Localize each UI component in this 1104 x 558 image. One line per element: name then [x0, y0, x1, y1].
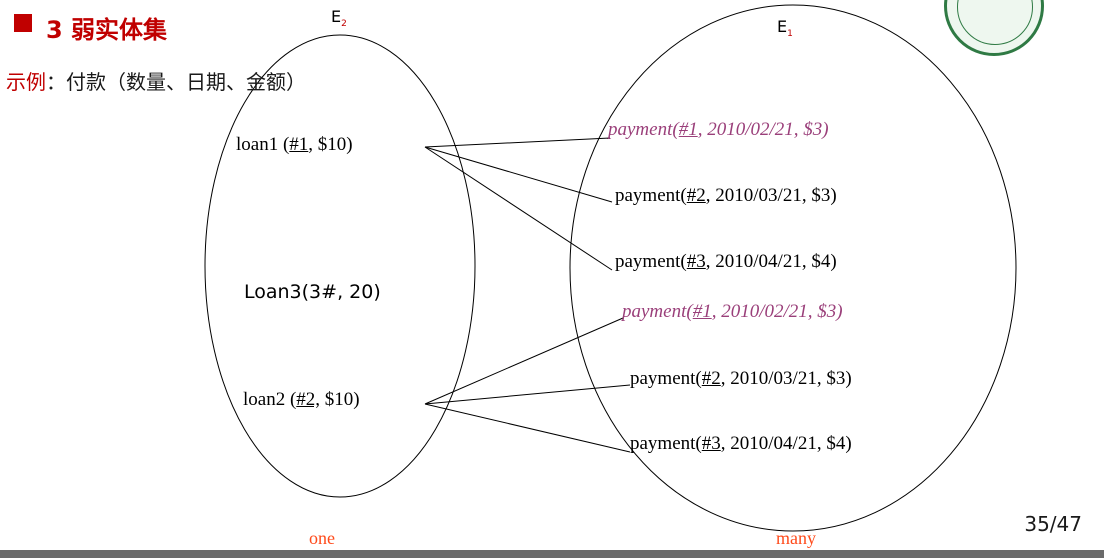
payment-4-prefix: payment(: [622, 301, 693, 322]
loan1-entity: loan1 (#1, $10): [236, 134, 353, 156]
link-loan2-payment5: [424, 384, 631, 405]
loan2-key: #2,: [296, 389, 321, 410]
loan3-entity: Loan3(3#, 20): [244, 281, 381, 303]
loan1-prefix: loan1 (: [236, 134, 290, 155]
set-e1-label: E1: [777, 17, 793, 39]
link-loan1-payment2: [424, 146, 613, 203]
payment-4-suffix: , 2010/02/21, $3): [711, 301, 843, 322]
payment-5-key: #2: [701, 368, 721, 389]
payment-entity-5: payment(#2, 2010/03/21, $3): [630, 368, 852, 390]
payment-3-suffix: , 2010/04/21, $4): [705, 251, 837, 272]
loan2-entity: loan2 (#2, $10): [243, 389, 360, 411]
bottom-bar: [0, 550, 1104, 558]
payment-6-suffix: , 2010/04/21, $4): [720, 433, 852, 454]
payment-2-prefix: payment(: [615, 185, 687, 206]
example-line: 示例：付款（数量、日期、金额）: [6, 66, 306, 95]
caption-one: one: [309, 528, 335, 548]
loan1-key: #1: [289, 134, 309, 155]
link-loan2-payment4: [424, 317, 624, 405]
payment-4-key: #1: [692, 301, 712, 322]
link-loan1-payment3: [424, 146, 613, 271]
example-keyword: 示例: [6, 70, 46, 94]
link-loan2-payment6: [424, 403, 631, 453]
payment-6-prefix: payment(: [630, 433, 702, 454]
loan2-prefix: loan2 (: [243, 389, 297, 410]
payment-2-suffix: , 2010/03/21, $3): [705, 185, 837, 206]
payment-5-suffix: , 2010/03/21, $3): [720, 368, 852, 389]
payment-5-prefix: payment(: [630, 368, 702, 389]
set-e1-ellipse: [569, 4, 1017, 532]
payment-3-prefix: payment(: [615, 251, 687, 272]
payment-entity-3: payment(#3, 2010/04/21, $4): [615, 251, 837, 273]
set-e2-letter: E: [331, 7, 342, 26]
payment-3-key: #3: [686, 251, 706, 272]
payment-2-key: #2: [686, 185, 706, 206]
payment-1-prefix: payment(: [608, 119, 679, 140]
example-text: ：付款（数量、日期、金额）: [46, 70, 306, 94]
page-number: 35/47: [1024, 512, 1082, 536]
set-e2-ellipse: [204, 34, 476, 498]
slide-title: 3 弱实体集: [46, 16, 168, 44]
loan1-suffix: , $10): [308, 134, 353, 155]
set-e1-subscript: 1: [787, 29, 793, 40]
link-loan1-payment1: [424, 137, 611, 148]
payment-6-key: #3: [701, 433, 721, 454]
payment-entity-6: payment(#3, 2010/04/21, $4): [630, 433, 852, 455]
payment-entity-2: payment(#2, 2010/03/21, $3): [615, 185, 837, 207]
payment-1-suffix: , 2010/02/21, $3): [697, 119, 829, 140]
title-bullet-icon: [14, 14, 32, 32]
set-e1-letter: E: [777, 17, 788, 36]
loan2-suffix: $10): [320, 389, 360, 410]
payment-entity-1: payment(#1, 2010/02/21, $3): [608, 119, 829, 141]
set-e2-label: E2: [331, 7, 347, 29]
caption-many: many: [776, 528, 816, 548]
payment-1-key: #1: [678, 119, 698, 140]
set-e2-subscript: 2: [341, 19, 347, 30]
payment-entity-4: payment(#1, 2010/02/21, $3): [622, 301, 843, 323]
